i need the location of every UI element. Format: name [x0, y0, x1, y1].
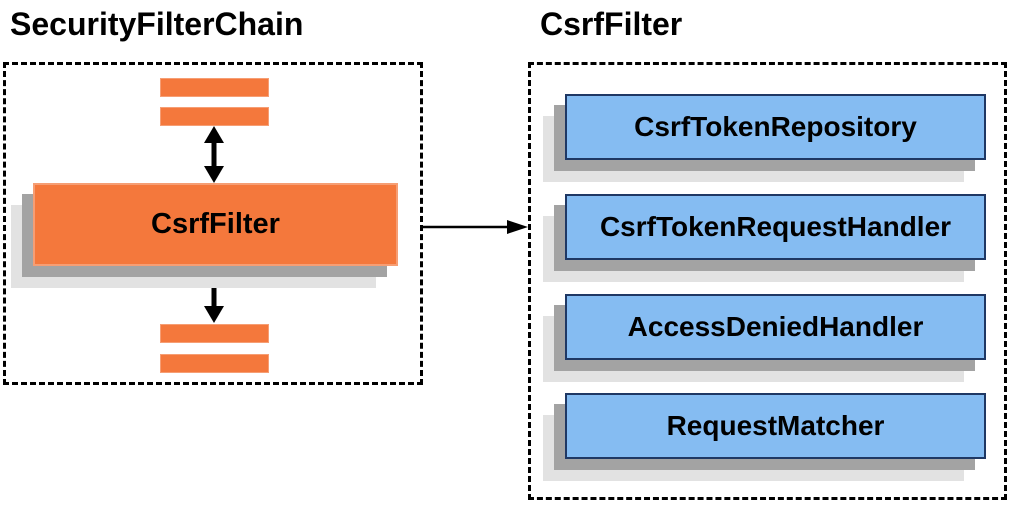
component-request-matcher: RequestMatcher — [543, 393, 986, 481]
arrowhead-up — [204, 126, 224, 143]
arrowhead-down — [204, 166, 224, 183]
filter-slot-bar-top-1 — [160, 78, 269, 97]
component-label: CsrfTokenRequestHandler — [565, 194, 986, 260]
arrowhead-right — [507, 220, 528, 234]
component-label: CsrfTokenRepository — [565, 94, 986, 160]
flow-arrow-icon — [423, 220, 528, 234]
csrf-filter-box: CsrfFilter — [11, 183, 398, 288]
filter-slot-bar-top-2 — [160, 107, 269, 126]
csrf-filter-box-label: CsrfFilter — [33, 183, 398, 266]
security-filter-chain-container — [3, 62, 423, 385]
up-down-arrow-icon — [204, 126, 224, 183]
csrf-filter-title: CsrfFilter — [540, 6, 683, 42]
filter-slot-bar-bottom-2 — [160, 354, 269, 373]
csrf-filter-container — [528, 62, 1007, 500]
component-csrf-token-repository: CsrfTokenRepository — [543, 94, 986, 182]
component-label: AccessDeniedHandler — [565, 294, 986, 360]
component-csrf-token-request-handler: CsrfTokenRequestHandler — [543, 194, 986, 282]
component-label: RequestMatcher — [565, 393, 986, 459]
security-filter-chain-title: SecurityFilterChain — [10, 6, 304, 42]
arrowhead-down — [204, 306, 224, 323]
filter-slot-bar-bottom-1 — [160, 324, 269, 343]
component-access-denied-handler: AccessDeniedHandler — [543, 294, 986, 382]
